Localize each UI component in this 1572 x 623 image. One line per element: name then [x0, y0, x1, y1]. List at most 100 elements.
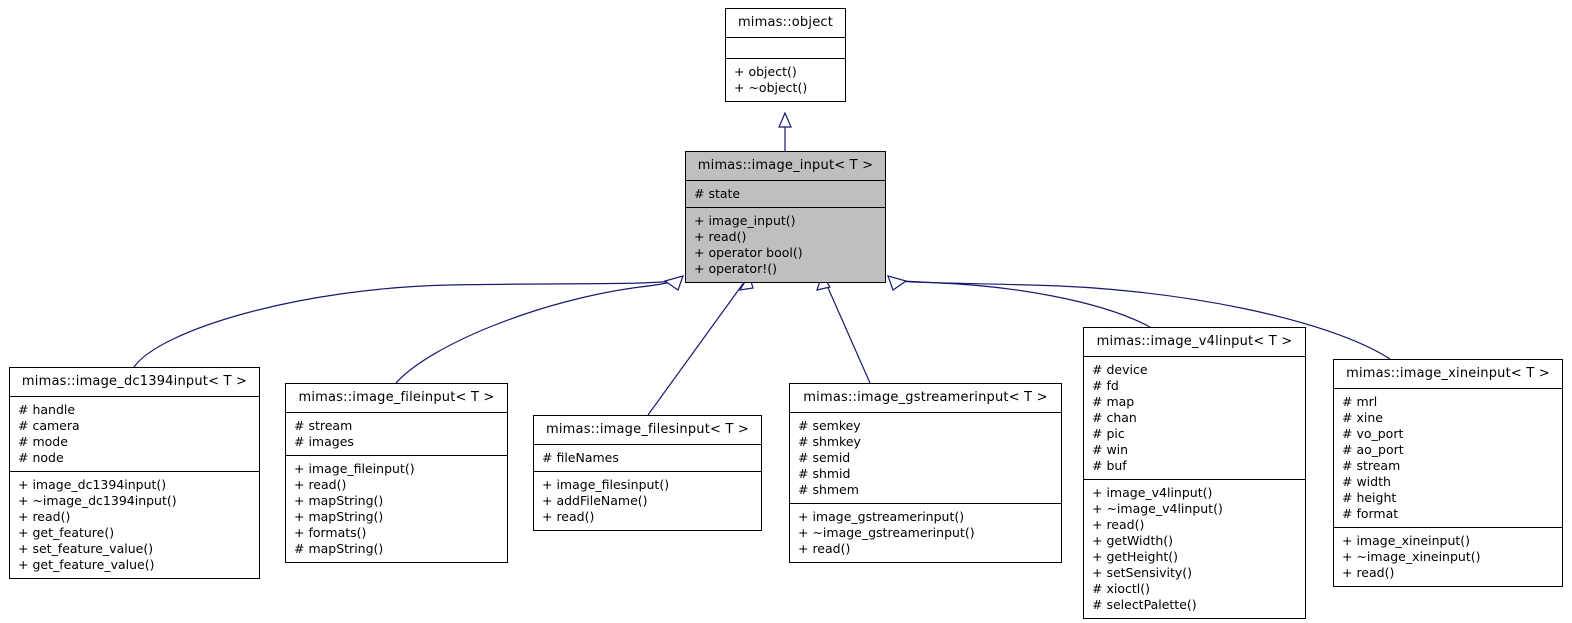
class-method: + read() [18, 509, 71, 524]
class-method: + ~image_v4linput() [1092, 501, 1223, 516]
class-name-image_filesinput: mimas::image_filesinput< T > [545, 422, 750, 437]
edge-dc1394input-to-image_input [133, 280, 673, 368]
class-attributes-image_input: # state [686, 181, 885, 207]
class-name-image_xineinput: mimas::image_xineinput< T > [1346, 366, 1550, 381]
class-method: + image_gstreamerinput() [798, 509, 965, 524]
class-method: + operator bool() [694, 245, 803, 260]
class-attribute: # xine [1342, 410, 1383, 425]
class-name-image_dc1394input: mimas::image_dc1394input< T > [21, 374, 248, 389]
class-attribute: # ao_port [1342, 442, 1404, 457]
class-attributes-image_filesinput: # fileNames [534, 445, 761, 471]
class-box-image_gstreamerinput[interactable]: mimas::image_gstreamerinput< T > # semke… [789, 383, 1062, 563]
class-box-image_filesinput[interactable]: mimas::image_filesinput< T > # fileNames… [533, 415, 762, 531]
class-methods-image_dc1394input: + image_dc1394input() + ~image_dc1394inp… [10, 472, 259, 578]
class-method: + getWidth() [1092, 533, 1174, 548]
class-methods-image_fileinput: + image_fileinput() + read() + mapString… [286, 456, 507, 562]
class-name-image_fileinput: mimas::image_fileinput< T > [298, 390, 495, 405]
class-attribute: # state [694, 186, 741, 201]
class-attribute: # width [1342, 474, 1391, 489]
class-attributes-object [726, 38, 845, 58]
class-method: + set_feature_value() [18, 541, 154, 556]
class-attribute: # mrl [1342, 394, 1378, 409]
class-attribute: # win [1092, 442, 1129, 457]
class-method: # xioctl() [1092, 581, 1150, 596]
class-attributes-image_dc1394input: # handle # camera # mode # node [10, 397, 259, 471]
class-method: + read() [694, 229, 747, 244]
arrowhead-object [778, 111, 792, 128]
class-method: + addFileName() [542, 493, 648, 508]
class-method: + image_dc1394input() [18, 477, 167, 492]
class-method: + mapString() [294, 509, 384, 524]
class-separator [10, 471, 259, 472]
class-attribute: # fileNames [542, 450, 619, 465]
class-method: + formats() [294, 525, 367, 540]
class-attributes-image_fileinput: # stream # images [286, 413, 507, 455]
class-attribute: # map [1092, 394, 1135, 409]
edge-v4linput-to-image_input [897, 280, 1151, 328]
class-method: + ~image_gstreamerinput() [798, 525, 975, 540]
class-separator [534, 471, 761, 472]
class-attribute: # handle [18, 402, 76, 417]
class-separator [790, 412, 1061, 413]
class-box-image_fileinput[interactable]: mimas::image_fileinput< T > # stream # i… [285, 383, 508, 563]
class-attribute: # device [1092, 362, 1148, 377]
class-separator [286, 455, 507, 456]
class-box-object[interactable]: mimas::object + object() + ~object() [725, 8, 846, 102]
edge-fileinput-to-image_input [395, 280, 675, 384]
class-method: + read() [542, 509, 595, 524]
class-method: + read() [798, 541, 851, 556]
class-method: + read() [1092, 517, 1145, 532]
class-separator [790, 503, 1061, 504]
class-name-image_input: mimas::image_input< T > [697, 158, 874, 173]
class-attribute: # camera [18, 418, 80, 433]
class-separator [726, 37, 845, 38]
class-box-image_dc1394input[interactable]: mimas::image_dc1394input< T > # handle #… [9, 367, 260, 579]
class-attribute: # images [294, 434, 354, 449]
class-methods-image_gstreamerinput: + image_gstreamerinput() + ~image_gstrea… [790, 504, 1061, 562]
class-attribute: # fd [1092, 378, 1119, 393]
class-attribute: # semkey [798, 418, 861, 433]
class-attribute: # mode [18, 434, 68, 449]
class-attribute: # stream [1342, 458, 1401, 473]
class-method: + getHeight() [1092, 549, 1179, 564]
class-method: + ~image_xineinput() [1342, 549, 1481, 564]
class-method: + image_fileinput() [294, 461, 415, 476]
class-attribute: # shmem [798, 482, 859, 497]
class-attribute: # height [1342, 490, 1397, 505]
class-name-image_v4linput: mimas::image_v4linput< T > [1096, 334, 1293, 349]
class-attribute: # node [18, 450, 64, 465]
class-attribute: # pic [1092, 426, 1125, 441]
class-box-image_v4linput[interactable]: mimas::image_v4linput< T > # device # fd… [1083, 327, 1306, 619]
class-separator [1334, 527, 1562, 528]
class-separator [10, 396, 259, 397]
class-attribute: # shmid [798, 466, 851, 481]
class-method: # selectPalette() [1092, 597, 1197, 612]
class-methods-image_filesinput: + image_filesinput() + addFileName() + r… [534, 472, 761, 530]
class-methods-image_xineinput: + image_xineinput() + ~image_xineinput()… [1334, 528, 1562, 586]
class-separator [1084, 479, 1305, 480]
class-method: + read() [294, 477, 347, 492]
class-attributes-image_gstreamerinput: # semkey # shmkey # semid # shmid # shme… [790, 413, 1061, 503]
class-method: + get_feature() [18, 525, 115, 540]
class-attribute: # stream [294, 418, 353, 433]
class-attribute: # format [1342, 506, 1399, 521]
class-attribute: # shmkey [798, 434, 861, 449]
arrowhead-left-cluster [663, 275, 684, 291]
class-separator [286, 412, 507, 413]
class-method: + image_input() [694, 213, 796, 228]
class-separator [1334, 388, 1562, 389]
class-separator [686, 180, 885, 181]
class-box-image_input[interactable]: mimas::image_input< T > # state + image_… [685, 151, 886, 283]
class-separator [726, 58, 845, 59]
class-attribute: # vo_port [1342, 426, 1404, 441]
class-methods-image_input: + image_input() + read() + operator bool… [686, 208, 885, 282]
class-method: + ~object() [734, 80, 808, 95]
edge-gstreamerinput-to-image_input [824, 280, 871, 384]
class-method: # mapString() [294, 541, 384, 556]
class-method: + ~image_dc1394input() [18, 493, 177, 508]
class-attribute: # semid [798, 450, 851, 465]
class-box-image_xineinput[interactable]: mimas::image_xineinput< T > # mrl # xine… [1333, 359, 1563, 587]
class-method: + image_v4linput() [1092, 485, 1213, 500]
class-method: + get_feature_value() [18, 557, 155, 572]
class-attributes-image_xineinput: # mrl # xine # vo_port # ao_port # strea… [1334, 389, 1562, 527]
